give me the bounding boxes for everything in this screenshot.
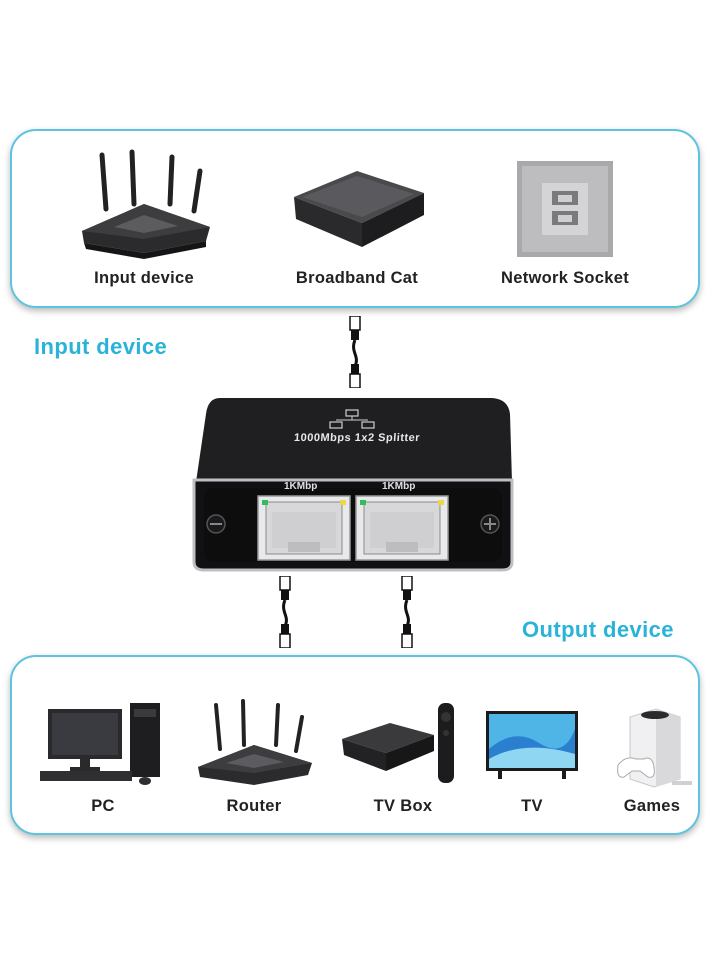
tv-box-label: TV Box xyxy=(373,797,433,815)
output-device-pc: PC xyxy=(40,699,166,823)
output-cable-1-icon xyxy=(279,576,291,648)
port-2-label: 1KMbp xyxy=(382,481,416,492)
games-label: Games xyxy=(623,797,681,815)
input-device-router: Input device xyxy=(74,149,214,299)
wall-socket-icon xyxy=(517,161,613,257)
output-device-router: Router xyxy=(192,699,316,823)
tv-icon xyxy=(486,711,578,779)
splitter-body-icon xyxy=(192,398,514,572)
ethernet-splitter: 1000Mbps 1x2 Splitter 1KMbp 1KMbp xyxy=(190,392,515,572)
output-section-title: Output device xyxy=(522,617,674,642)
input-section-title: Input device xyxy=(34,334,168,359)
output-device-tv-box: TV Box xyxy=(338,699,468,823)
output-cable-2-icon xyxy=(401,576,413,648)
desktop-pc-icon xyxy=(40,703,160,785)
splitter-model-text: 1000Mbps 1x2 Splitter xyxy=(293,432,421,444)
output-device-tv: TV xyxy=(484,699,580,823)
broadband-label: Broadband Cat xyxy=(295,269,419,287)
output-devices-panel: PC Router TV Box xyxy=(10,655,700,835)
input-device-socket: Network Socket xyxy=(490,149,640,299)
pc-label: PC xyxy=(91,797,115,815)
tv-label: TV xyxy=(521,797,543,815)
input-cable-icon xyxy=(349,316,361,388)
router-label: Router xyxy=(226,797,282,815)
port-1-label: 1KMbp xyxy=(284,481,318,492)
input-device-label: Input device xyxy=(94,269,194,287)
router-icon xyxy=(82,149,210,259)
input-devices-panel: Input device Broadband Cat Network Socke… xyxy=(10,129,700,308)
modem-box-icon xyxy=(294,171,424,247)
output-device-games: Games xyxy=(610,699,694,823)
tv-box-icon xyxy=(342,703,454,783)
input-device-broadband: Broadband Cat xyxy=(282,149,432,299)
game-console-icon xyxy=(617,708,692,788)
router-icon xyxy=(198,699,312,785)
network-socket-label: Network Socket xyxy=(501,269,629,287)
